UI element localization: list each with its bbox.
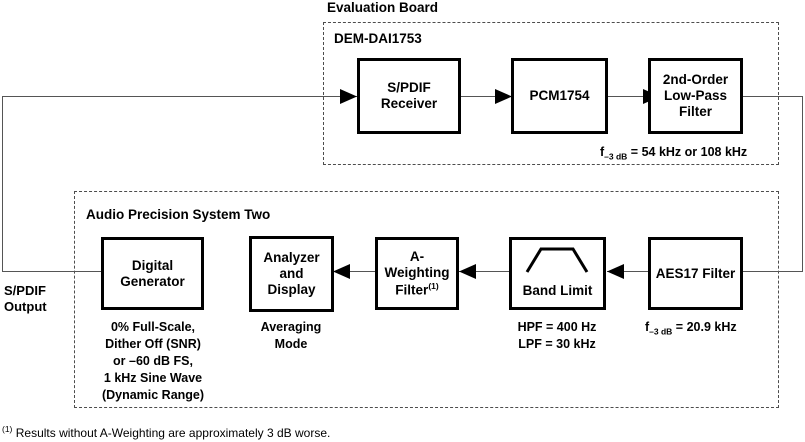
block-pcm1754[interactable]: PCM1754 (511, 58, 608, 134)
band-limit-caption: HPF = 400 Hz LPF = 30 kHz (497, 319, 617, 353)
low-pass-filter-line1: 2nd-Order (662, 72, 729, 88)
block-analyzer-display[interactable]: Analyzer and Display (249, 236, 334, 312)
block-spdif-receiver[interactable]: S/PDIF Receiver (357, 58, 461, 134)
wire-right-edge-to-aes17 (718, 271, 803, 272)
analyzer-caption-line2: Mode (274, 336, 308, 351)
aes17-cutoff-prefix: f (645, 320, 650, 334)
a-weighting-filter-line1: A-Weighting (384, 248, 450, 280)
digital-generator-line2: Generator (120, 273, 185, 289)
wire-left-edge-vertical (2, 96, 3, 272)
evaluation-board-label: Evaluation Board (327, 0, 439, 15)
wire-band-limit-to-a-weighting (459, 271, 510, 272)
audio-precision-group-box (74, 191, 779, 408)
spdif-output-port-label: S/PDIF Output (4, 283, 47, 314)
analyzer-display-line2: and (279, 266, 304, 282)
band-limit-caption-line2: LPF = 30 kHz (518, 336, 596, 351)
a-weighting-filter-line2: Filter (395, 282, 429, 298)
lpf-cutoff-caption: f–3 dB = 54 kHz or 108 kHz (600, 144, 747, 163)
wire-pcm1754-to-lpf (607, 96, 660, 97)
spdif-output-line2: Output (4, 298, 47, 314)
spdif-receiver-line2: Receiver (380, 96, 438, 111)
digital-generator-caption-line3: or –60 dB FS, (113, 353, 193, 368)
wire-aes17-to-band-limit (607, 271, 660, 272)
dem-dai1753-label: DEM-DAI1753 (334, 31, 422, 46)
lpf-cutoff-rest: = 54 kHz or 108 kHz (627, 145, 748, 159)
aes17-filter-line1: AES17 Filter (655, 265, 736, 281)
dem-dai1753-group-box (323, 22, 779, 165)
digital-generator-caption-line4: 1 kHz Sine Wave (103, 370, 203, 385)
wire-input-to-spdif-receiver (2, 96, 358, 97)
footnote-marker: (1) (2, 424, 13, 434)
footnote-text: Results without A-Weighting are approxim… (15, 426, 331, 440)
digital-generator-caption-line2: Dither Off (SNR) (105, 336, 201, 351)
digital-generator-caption-line1: 0% Full-Scale, (110, 320, 196, 334)
block-aes17-filter[interactable]: AES17 Filter (648, 237, 743, 310)
spdif-receiver-line1: S/PDIF (387, 80, 431, 96)
spdif-output-line1: S/PDIF (4, 283, 46, 298)
lpf-cutoff-prefix: f (600, 145, 605, 159)
wire-receiver-to-pcm1754 (460, 96, 512, 97)
analyzer-caption: Averaging Mode (241, 319, 341, 353)
audio-precision-label: Audio Precision System Two (86, 207, 271, 222)
band-limit-line1: Band Limit (522, 283, 593, 299)
analyzer-display-line3: Display (267, 281, 316, 297)
block-a-weighting-filter[interactable]: A-Weighting Filter(1) (375, 237, 459, 310)
aes17-cutoff-caption: f–3 dB = 20.9 kHz (645, 319, 737, 338)
digital-generator-caption-line5: (Dynamic Range) (101, 387, 205, 402)
analyzer-caption-line1: Averaging (260, 320, 322, 334)
low-pass-filter-line3: Filter (678, 103, 712, 119)
band-limit-response-icon (525, 247, 589, 273)
wire-a-weighting-to-analyzer (333, 271, 386, 272)
digital-generator-caption: 0% Full-Scale, Dither Off (SNR) or –60 d… (88, 319, 218, 403)
pcm1754-line1: PCM1754 (529, 88, 590, 104)
digital-generator-line1: Digital (131, 257, 174, 273)
aes17-cutoff-rest: = 20.9 kHz (672, 320, 737, 334)
aes17-cutoff-subscript: –3 dB (649, 326, 673, 337)
footnote: (1) Results without A-Weighting are appr… (2, 424, 330, 440)
band-limit-caption-line1: HPF = 400 Hz (517, 320, 597, 334)
wire-lpf-to-right-edge (742, 96, 803, 97)
lpf-cutoff-subscript: –3 dB (604, 151, 628, 162)
block-digital-generator[interactable]: Digital Generator (101, 237, 204, 310)
low-pass-filter-line2: Low-Pass (663, 88, 727, 104)
wire-digital-generator-to-left-edge (2, 271, 103, 272)
block-low-pass-filter[interactable]: 2nd-Order Low-Pass Filter (648, 58, 743, 134)
a-weighting-footnote-marker: (1) (428, 280, 439, 291)
wire-right-edge-vertical (802, 96, 803, 272)
analyzer-display-line1: Analyzer (263, 250, 320, 266)
